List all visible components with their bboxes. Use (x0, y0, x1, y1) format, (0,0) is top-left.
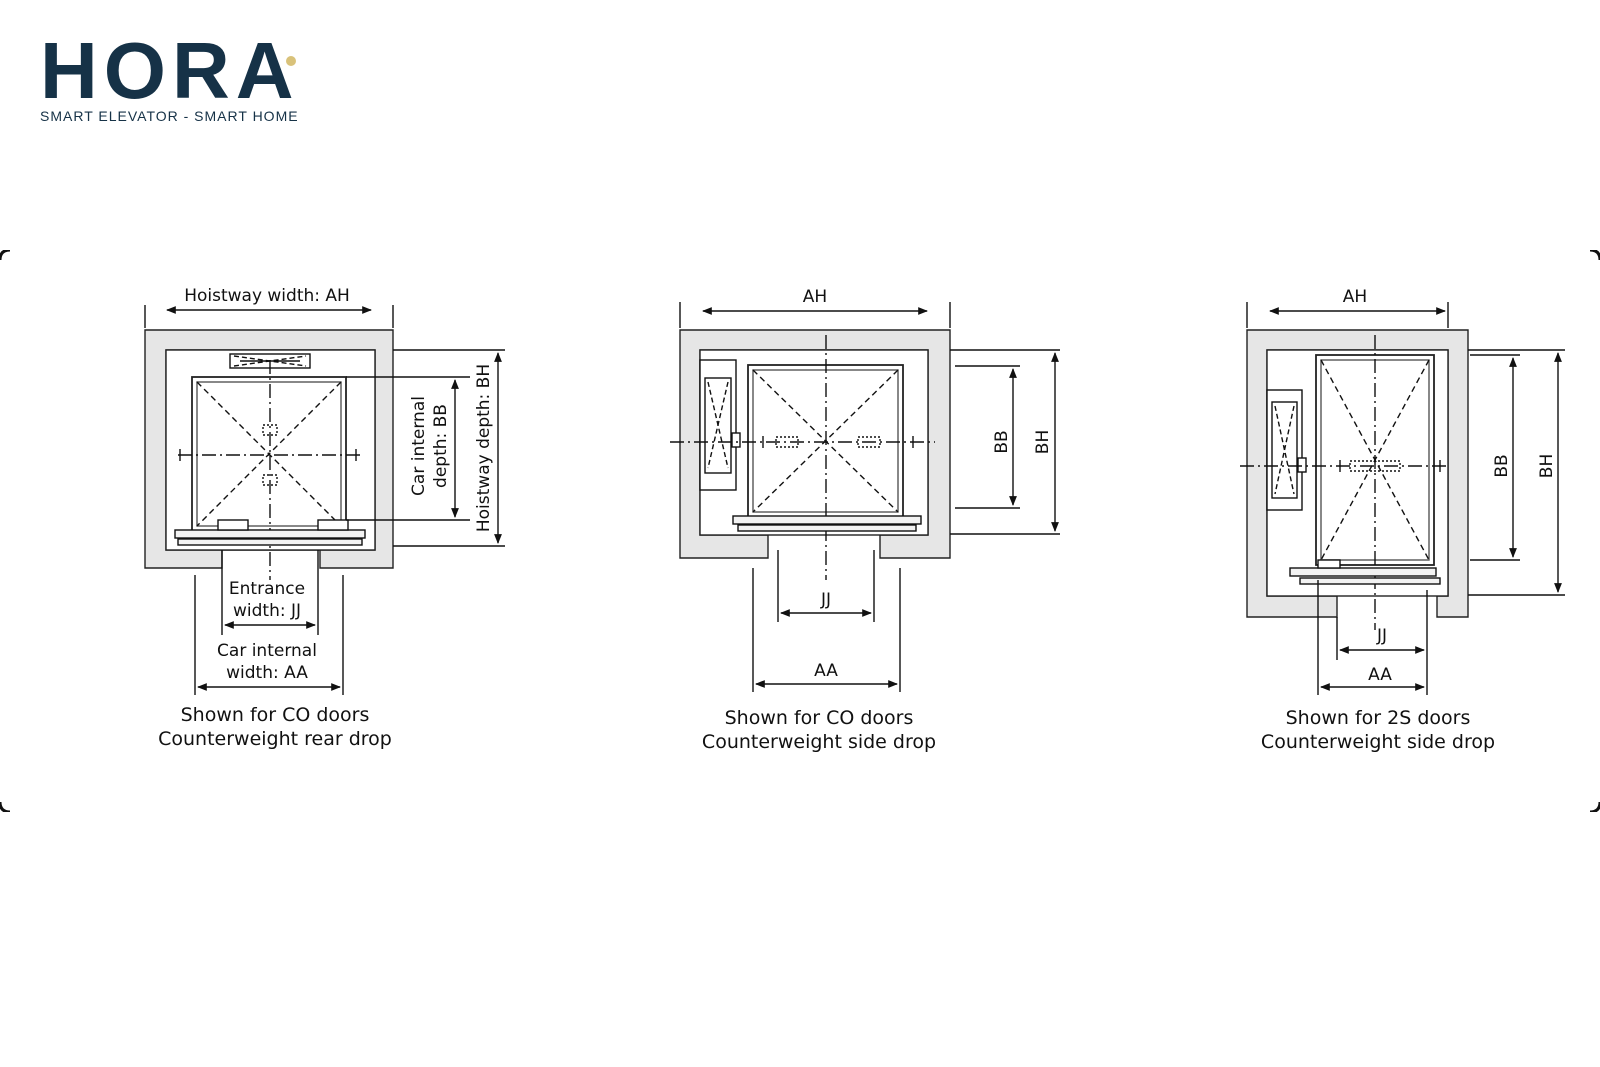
label-entrance: JJ (1376, 626, 1387, 646)
label-car-depth-line2: depth: BB (431, 404, 451, 488)
caption-line2: Counterweight rear drop (158, 728, 392, 750)
label-car-width-line2: width: AA (226, 663, 308, 683)
label-car-width: AA (1368, 665, 1392, 685)
label-car-depth-line1: Car internal (409, 396, 429, 496)
caption-line2: Counterweight side drop (1261, 731, 1495, 753)
door-sill (732, 515, 922, 525)
diagram-2-labels: AH BB BH JJ AA Shown for CO doors Counte… (702, 287, 1053, 753)
diagram-2s-side-drop (1240, 302, 1565, 695)
logo-accent-dot (286, 56, 296, 66)
label-car-depth: BB (1492, 454, 1512, 477)
label-entrance-line2: width: JJ (233, 601, 301, 621)
corner-bracket (0, 801, 11, 812)
diagram-co-rear-drop (144, 305, 505, 695)
corner-bracket (1589, 250, 1600, 261)
hora-logo: HORA SMART ELEVATOR - SMART HOME (0, 0, 380, 190)
label-car-width-line1: Car internal (217, 641, 317, 661)
diagram-co-side-drop (670, 302, 1060, 692)
caption-line2: Counterweight side drop (702, 731, 936, 753)
label-hoistway-width: AH (1343, 287, 1367, 307)
corner-bracket (0, 250, 11, 261)
label-hoistway-depth: BH (1537, 454, 1557, 478)
label-car-depth: BB (992, 430, 1012, 453)
elevator-layout-panel: Hoistway width: AH Car internal depth: B… (0, 250, 1600, 812)
door-sill (174, 529, 366, 539)
label-hoistway-width: AH (803, 287, 827, 307)
label-hoistway-width: Hoistway width: AH (184, 286, 350, 306)
label-entrance-line1: Entrance (229, 579, 305, 599)
counterweight (1266, 389, 1307, 511)
counterweight (699, 359, 741, 491)
diagram-3-labels: AH BB BH JJ AA Shown for 2S doors Counte… (1261, 287, 1557, 753)
diagram-1-labels: Hoistway width: AH Car internal depth: B… (158, 286, 494, 750)
label-hoistway-depth: Hoistway depth: BH (474, 364, 494, 532)
caption-line1: Shown for 2S doors (1286, 707, 1471, 729)
caption-line1: Shown for CO doors (725, 707, 914, 729)
corner-bracket (1589, 801, 1600, 812)
label-car-width: AA (814, 661, 838, 681)
label-entrance: JJ (820, 590, 831, 610)
label-hoistway-depth: BH (1033, 430, 1053, 454)
logo-tagline: SMART ELEVATOR - SMART HOME (40, 108, 299, 124)
caption-line1: Shown for CO doors (181, 704, 370, 726)
logo-wordmark: HORA (40, 26, 300, 115)
door-sill (1289, 567, 1437, 577)
